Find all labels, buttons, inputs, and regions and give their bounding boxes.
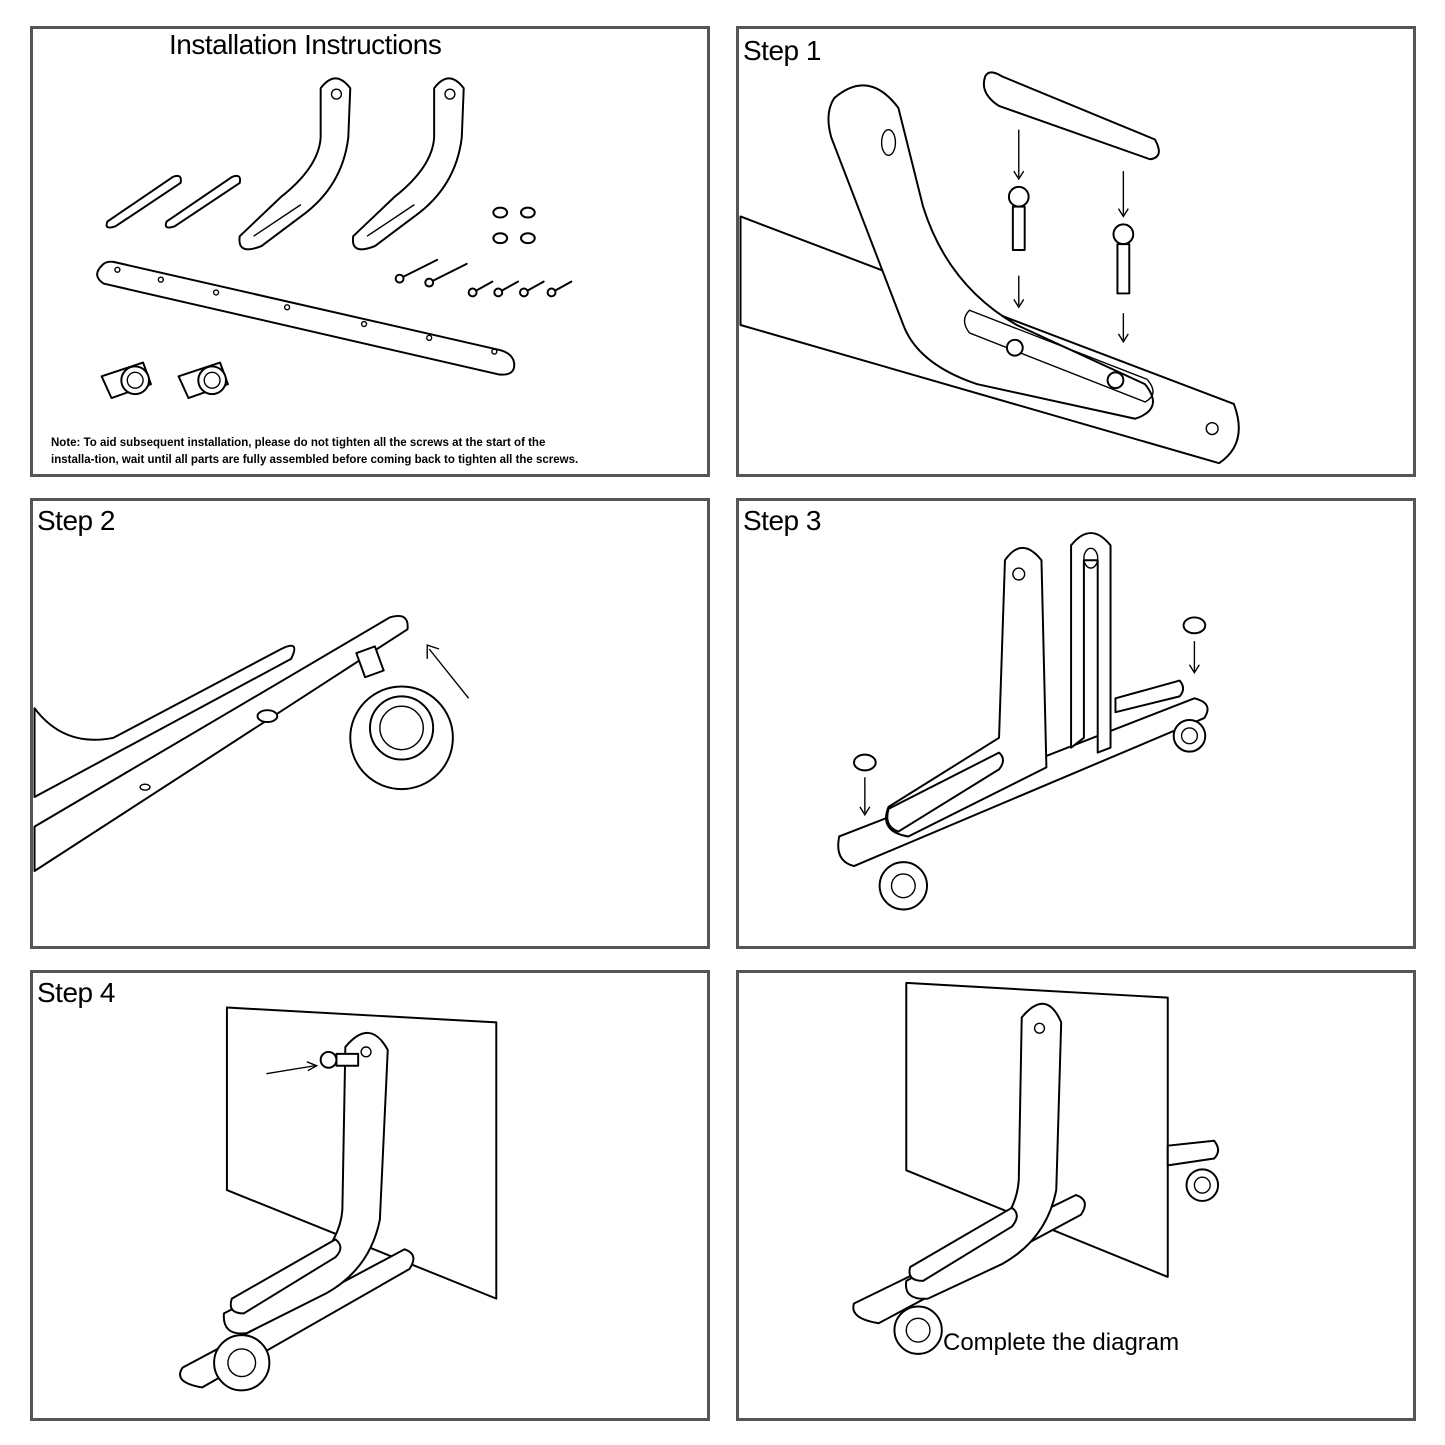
screw-icon (1007, 185, 1135, 295)
step2-illustration (33, 614, 470, 872)
caster-wheel-icon (100, 361, 229, 400)
nut-icon (256, 709, 279, 724)
arrow-icon (1013, 129, 1129, 344)
step4-panel: Step 4 (30, 970, 710, 1421)
foot-pad-icon (1166, 1139, 1220, 1167)
complete-caption: Complete the diagram (943, 1329, 1180, 1356)
step1-panel: Step 1 (736, 26, 1416, 477)
step3-panel: Step 3 (736, 498, 1416, 949)
step1-title: Step 1 (743, 35, 821, 66)
parts-title: Installation Instructions (169, 29, 442, 60)
step2-title: Step 2 (37, 505, 115, 536)
note-line-1: Note: To aid subsequent installation, pl… (51, 437, 546, 449)
caster-wheel-icon (213, 1334, 271, 1392)
l-bracket-icon (33, 644, 296, 798)
foot-pad-icon (105, 174, 242, 229)
screw-icon (1106, 371, 1125, 390)
foot-pad-icon (886, 751, 1004, 833)
caster-wheel-icon (878, 719, 1207, 911)
arrow-icon (426, 644, 470, 699)
foot-pad-icon (982, 71, 1160, 161)
base-bar-icon (33, 614, 409, 872)
caster-wheel-icon (349, 645, 454, 791)
foot-pad-icon (229, 1238, 342, 1315)
arrow-icon (859, 641, 1200, 817)
parts-panel: Installation Instructions (30, 26, 710, 477)
note-line-2: installa-tion, wait until all parts are … (51, 454, 579, 466)
arrow-icon (266, 1061, 319, 1075)
l-bracket-icon (1070, 532, 1112, 754)
nut-icon (492, 206, 536, 245)
base-bar-icon (96, 260, 516, 376)
complete-panel: Complete the diagram (736, 970, 1416, 1421)
step2-panel: Step 2 (30, 498, 710, 949)
step4-title: Step 4 (37, 977, 115, 1008)
step3-illustration (837, 532, 1209, 911)
step1-illustration (739, 71, 1240, 465)
nut-icon (853, 616, 1207, 772)
parts-illustration (96, 77, 573, 400)
step4-illustration (179, 1006, 498, 1392)
assembly-note: Note: To aid subsequent installation, pl… (51, 435, 691, 469)
complete-illustration (852, 981, 1220, 1355)
l-bracket-icon (238, 77, 465, 251)
step3-title: Step 3 (743, 505, 821, 536)
screw-icon (319, 1050, 360, 1069)
foot-pad-icon (908, 1206, 1018, 1282)
screw-icon (394, 258, 573, 298)
foot-pad-icon (1114, 679, 1185, 714)
screw-icon (1005, 338, 1024, 357)
caster-wheel-icon (893, 1168, 1220, 1355)
